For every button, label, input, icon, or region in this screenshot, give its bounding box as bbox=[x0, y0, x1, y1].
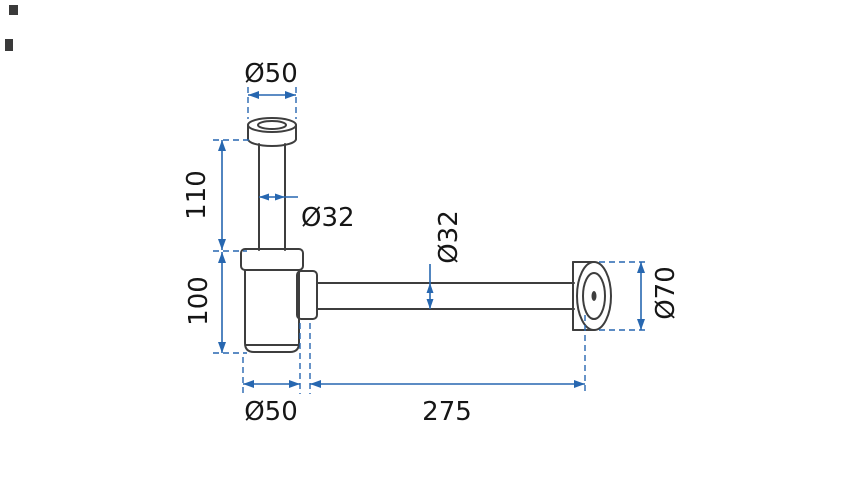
corner-mark bbox=[9, 5, 18, 15]
dim-inlet-pipe-height: 110 bbox=[182, 139, 252, 252]
dim-inlet-pipe-diameter: Ø32 bbox=[259, 193, 355, 233]
bottle-trap-outline bbox=[240, 117, 612, 353]
body-collar bbox=[240, 248, 304, 271]
wall-flange bbox=[572, 261, 612, 331]
dim-label-outlet-pipe-diameter: Ø32 bbox=[434, 210, 464, 264]
dim-label-body-height: 100 bbox=[184, 276, 214, 326]
dim-outlet-pipe-diameter: Ø32 bbox=[426, 210, 464, 309]
corner-marks bbox=[5, 5, 18, 51]
dim-label-wall-flange-diameter: Ø70 bbox=[651, 266, 681, 320]
dim-body-diameter: Ø50 bbox=[242, 323, 301, 427]
dim-label-inlet-pipe-height: 110 bbox=[182, 170, 212, 220]
dim-outlet-length: 275 bbox=[309, 315, 586, 427]
dim-label-inlet-pipe-diameter: Ø32 bbox=[301, 203, 355, 233]
dim-label-body-diameter: Ø50 bbox=[244, 397, 298, 427]
dim-top-inlet-diameter: Ø50 bbox=[244, 59, 298, 119]
dim-body-height: 100 bbox=[184, 252, 247, 354]
dim-wall-flange-diameter: Ø70 bbox=[599, 261, 681, 331]
dim-label-outlet-length: 275 bbox=[422, 397, 472, 427]
outlet-nut bbox=[296, 270, 318, 320]
trap-body bbox=[244, 269, 300, 353]
inlet-flange bbox=[247, 117, 297, 147]
outlet-pipe bbox=[316, 282, 575, 310]
corner-mark bbox=[5, 39, 13, 51]
dim-label-top-inlet-diameter: Ø50 bbox=[244, 59, 298, 89]
